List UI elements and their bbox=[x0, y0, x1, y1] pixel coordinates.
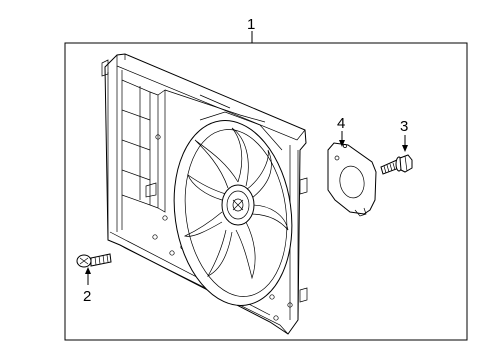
bolt-icon bbox=[380, 154, 413, 175]
arrowhead-4 bbox=[339, 140, 345, 147]
fan-shroud-assembly-icon bbox=[101, 53, 308, 335]
arrowhead-3 bbox=[402, 145, 408, 152]
fan-blades-icon bbox=[183, 127, 289, 280]
callout-2: 2 bbox=[83, 288, 91, 305]
bracket-plate-icon bbox=[327, 142, 377, 217]
assembly-frame bbox=[64, 42, 468, 341]
arrowhead-2 bbox=[85, 267, 91, 274]
screw-icon bbox=[76, 253, 112, 268]
callout-1: 1 bbox=[247, 16, 255, 33]
callout-3: 3 bbox=[400, 118, 408, 135]
callout-4: 4 bbox=[337, 115, 345, 132]
